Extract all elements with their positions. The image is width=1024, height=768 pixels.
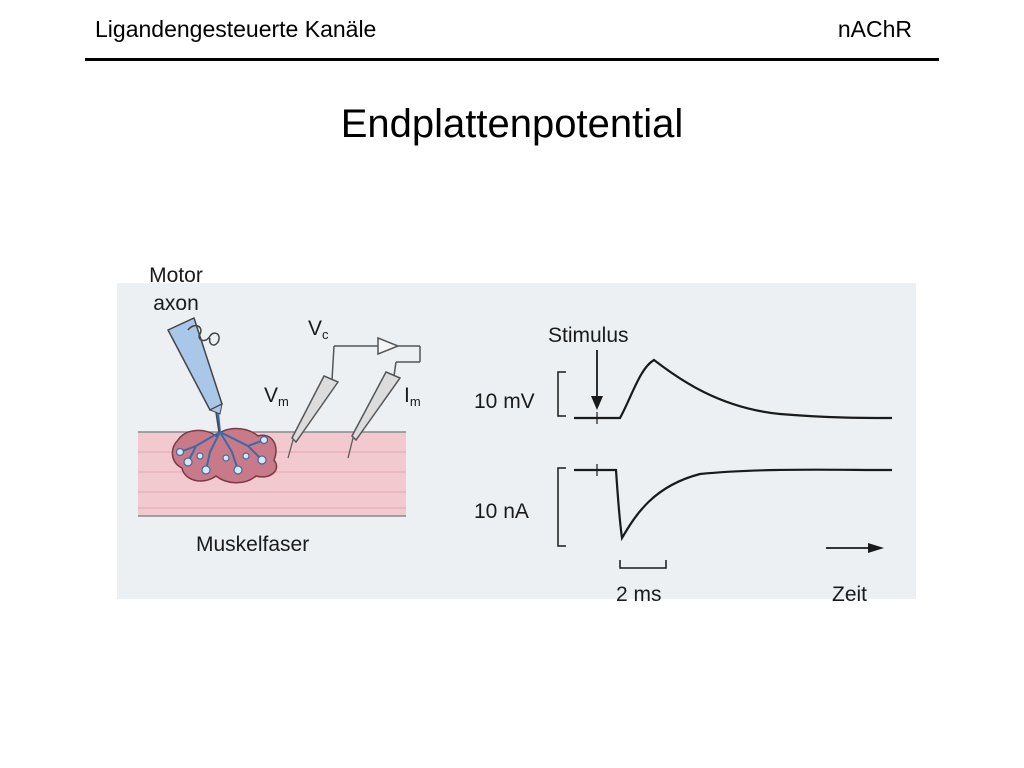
header-divider	[85, 58, 939, 61]
motor-endplate	[171, 411, 278, 484]
vc-label: Vc	[308, 317, 329, 342]
current-scale-label: 10 nA	[474, 500, 529, 523]
endplate-potential-trace	[574, 358, 893, 420]
muscle-fiber-label: Muskelfaser	[196, 533, 309, 556]
motor-axon-label-line2: axon	[153, 292, 199, 315]
motor-axon-label-line1: Motor	[149, 264, 203, 287]
stimulus-arrow	[591, 350, 603, 410]
current-scale-bar	[557, 467, 566, 547]
time-axis-label: Zeit	[832, 583, 867, 606]
voltage-electrode-vm	[287, 345, 340, 459]
time-scale-label: 2 ms	[616, 583, 662, 606]
slide-title: Endplattenpotential	[340, 102, 684, 146]
voltage-scale-label: 10 mV	[474, 390, 535, 413]
vm-label: Vm	[264, 384, 289, 409]
stimulating-coil	[187, 324, 220, 346]
time-axis-arrow	[826, 543, 884, 553]
time-scale-bar	[619, 560, 667, 569]
voltage-clamp-amplifier	[334, 336, 421, 363]
header-section-title: Ligandengesteuerte Kanäle	[95, 16, 377, 42]
current-electrode-im	[347, 361, 402, 459]
im-label: Im	[404, 384, 421, 409]
motor-axon-electrode	[166, 316, 223, 433]
voltage-scale-bar	[557, 371, 566, 417]
header-topic: nAChR	[837, 16, 912, 42]
endplate-current-trace	[574, 468, 893, 542]
stimulus-label: Stimulus	[548, 324, 629, 347]
